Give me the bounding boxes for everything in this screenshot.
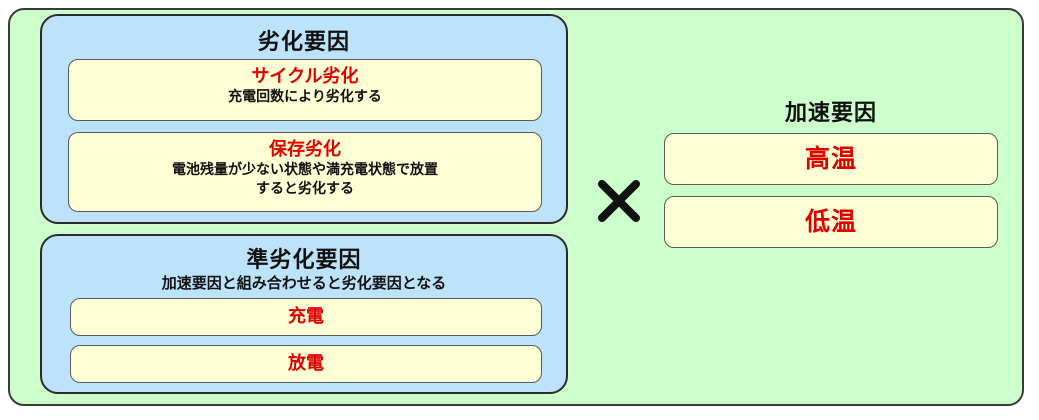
cycle-degradation-card: サイクル劣化 充電回数により劣化する	[68, 59, 542, 121]
storage-degradation-title: 保存劣化	[269, 139, 341, 160]
discharge-card: 放電	[70, 345, 542, 383]
charge-label: 充電	[288, 306, 324, 327]
high-temperature-card: 高温	[664, 133, 998, 185]
discharge-label: 放電	[288, 353, 324, 374]
low-temperature-label: 低温	[804, 207, 857, 236]
quasi-degradation-factors-group: 準劣化要因 加速要因と組み合わせると劣化要因となる 充電 放電	[40, 234, 568, 394]
acceleration-factors-title: 加速要因	[784, 101, 877, 126]
charge-card: 充電	[70, 298, 542, 336]
quasi-degradation-factors-title: 準劣化要因	[246, 248, 362, 273]
storage-degradation-description-line-2: すると劣化する	[256, 181, 354, 197]
degradation-factors-group: 劣化要因 サイクル劣化 充電回数により劣化する 保存劣化 電池残量が少ない状態や…	[40, 14, 568, 224]
degradation-factors-title: 劣化要因	[257, 30, 350, 55]
storage-degradation-description-line-1: 電池残量が少ない状態や満充電状態で放置	[172, 162, 438, 178]
high-temperature-label: 高温	[804, 144, 857, 173]
storage-degradation-card: 保存劣化 電池残量が少ない状態や満充電状態で放置 すると劣化する	[68, 132, 542, 212]
quasi-degradation-factors-subtitle: 加速要因と組み合わせると劣化要因となる	[161, 274, 447, 292]
cycle-degradation-title: サイクル劣化	[251, 66, 359, 87]
low-temperature-card: 低温	[664, 196, 998, 248]
cycle-degradation-description: 充電回数により劣化する	[228, 89, 382, 105]
multiply-icon	[598, 180, 640, 222]
